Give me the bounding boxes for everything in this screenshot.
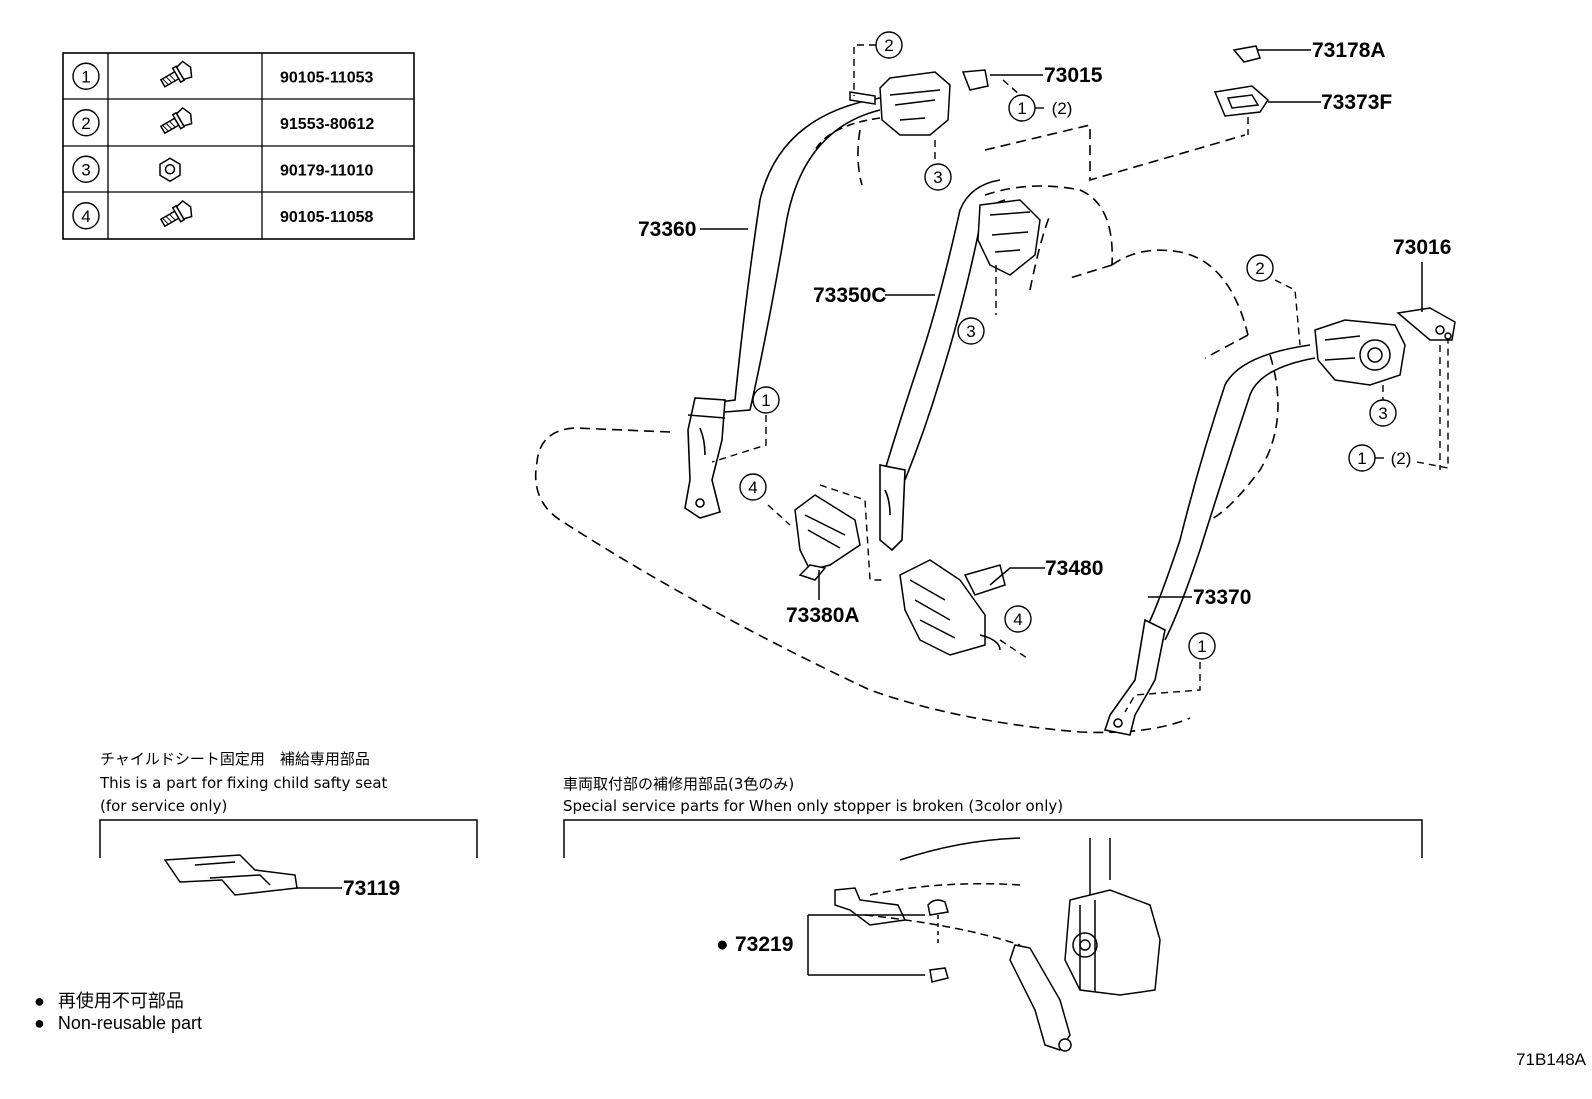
row-number-circle: [72, 155, 100, 183]
ref-3-c: 3: [1378, 404, 1387, 423]
ref-4-b: 4: [1013, 610, 1022, 629]
callout-73480: 73480: [1045, 557, 1103, 580]
callout-73219-bullet: ●: [716, 933, 729, 956]
child-seat-anchor-73119: [163, 854, 298, 896]
legend-bullet-icon: ●: [34, 1013, 45, 1033]
row-number-circle: [72, 202, 100, 230]
callout-73373f: 73373F: [1321, 91, 1392, 114]
part-73373f: [1213, 85, 1269, 117]
row-number-circle: [72, 109, 100, 137]
legend-jp: ● 再使用不可部品: [34, 987, 184, 1013]
callout-73016: 73016: [1393, 236, 1451, 259]
row-part-number: 91553-80612: [280, 116, 374, 133]
row-number: 1: [81, 67, 90, 86]
bolt-icon: [157, 105, 196, 139]
ref-2-b: 2: [1255, 259, 1264, 278]
ref-1-c: 1: [1357, 449, 1366, 468]
row-number-circle: [72, 62, 100, 90]
bolt-icon: [157, 58, 196, 92]
ref-paren-2-b: (2): [1391, 449, 1412, 468]
child-seat-box: [99, 819, 478, 858]
nut-icon: [159, 157, 181, 182]
fastener-table: 1 90105-11053 2 91553-80612 3 90179-11010 4 901…: [62, 52, 415, 240]
legend-non-reusable-en: Non-reusable part: [57, 1013, 202, 1033]
retractor-73360: [849, 71, 951, 136]
bolt-icon: [157, 198, 196, 232]
belt-73370: [1103, 344, 1316, 736]
callout-73119: 73119: [343, 877, 400, 900]
bracket-73015: [961, 69, 989, 91]
ref-4-a: 4: [748, 478, 757, 497]
stopper-detail: [807, 837, 1161, 1052]
row-part-number: 90105-11053: [280, 69, 374, 86]
legend-en: ● Non-reusable part: [34, 1013, 202, 1034]
rear-seat-outline: [534, 123, 1279, 734]
child-seat-note-en-2: (for service only): [100, 797, 228, 815]
legend-non-reusable-jp: 再使用不可部品: [57, 991, 184, 1011]
buckle-73480: [899, 559, 1006, 656]
bracket-73016: [1396, 307, 1456, 341]
callout-73380a: 73380A: [786, 604, 860, 627]
stopper-box: [563, 819, 1423, 858]
callout-73015: 73015: [1044, 64, 1103, 87]
ref-1-a: 1: [1017, 99, 1026, 118]
retractor-73370: [1314, 319, 1406, 386]
callout-73370: 73370: [1193, 586, 1251, 609]
stopper-note-jp: 車両取付部の補修用部品(3色のみ): [563, 775, 795, 793]
buckle-73380a: [794, 494, 861, 581]
callout-73360: 73360: [638, 218, 696, 241]
ref-1-b: 1: [761, 391, 770, 410]
child-seat-note-en: This is a part for fixing child safty se…: [100, 774, 388, 792]
ref-3-a: 3: [933, 168, 942, 187]
reference-lines: [711, 44, 1449, 713]
belt-73350c: [879, 179, 1006, 552]
stopper-note-en: Special service parts for When only stop…: [563, 797, 1064, 815]
retractor-73350c: [977, 199, 1041, 276]
ref-2-a: 2: [884, 36, 893, 55]
fastener-row: 2 91553-80612: [72, 105, 374, 139]
belt-73360: [684, 97, 881, 519]
row-part-number: 90179-11010: [280, 162, 374, 179]
part-73178a: [1232, 45, 1261, 63]
row-number: 3: [81, 160, 90, 179]
leader-lines: [295, 49, 1423, 889]
fastener-row: 1 90105-11053: [72, 58, 374, 92]
row-number: 2: [81, 114, 90, 133]
legend-bullet-icon: ●: [34, 991, 45, 1011]
callout-73219: 73219: [735, 933, 793, 956]
drawing-code: 71B148A: [1516, 1050, 1586, 1069]
callout-73178a: 73178A: [1312, 39, 1386, 62]
child-seat-note-jp: チャイルドシート固定用 補給専用部品: [100, 750, 370, 768]
row-part-number: 90105-11058: [280, 209, 374, 226]
fastener-row: 4 90105-11058: [72, 198, 374, 232]
callout-73350c: 73350C: [813, 284, 887, 307]
row-number: 4: [81, 207, 90, 226]
ref-paren-2-a: (2): [1052, 99, 1073, 118]
fastener-row: 3 90179-11010: [72, 155, 374, 183]
ref-3-b: 3: [966, 322, 975, 341]
circle-refs: [739, 31, 1397, 660]
ref-1-d: 1: [1197, 637, 1206, 656]
